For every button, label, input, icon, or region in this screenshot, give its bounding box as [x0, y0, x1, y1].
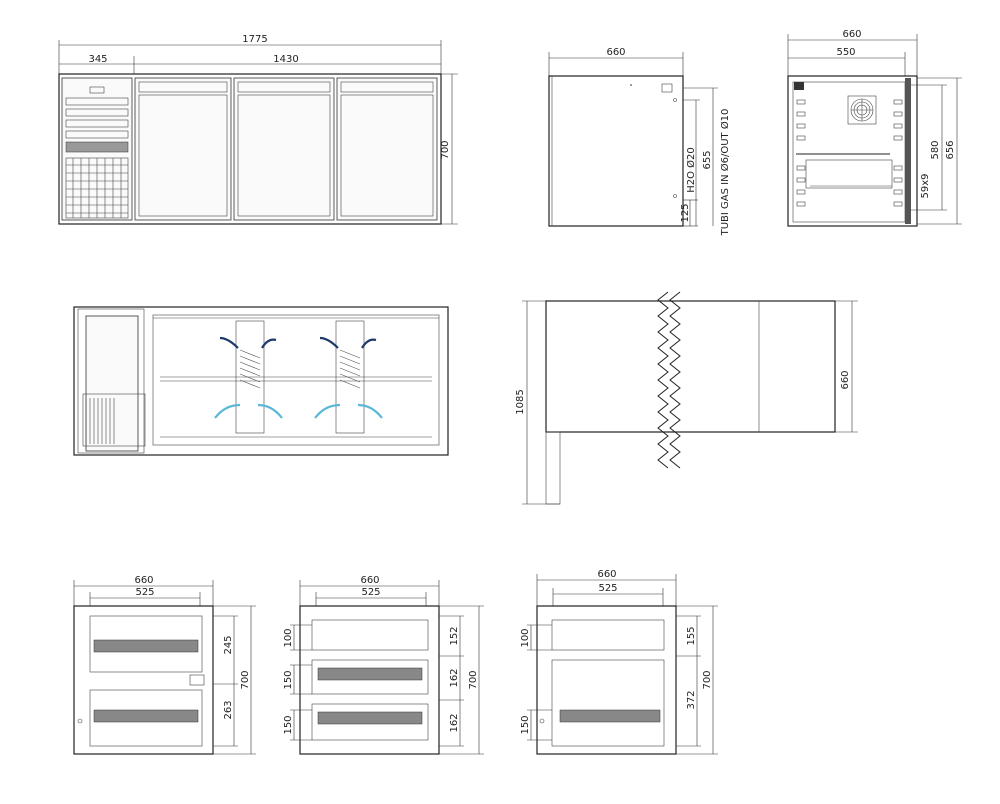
drawer-config-2: 660 525 100 150 150 152 162 162 700: [283, 575, 484, 755]
side-depth: 660: [606, 47, 625, 58]
drawer-handle-grille: [93, 709, 199, 723]
config3-height: 700: [702, 670, 713, 689]
side-height: 655: [702, 150, 713, 169]
config1-inner-width: 525: [135, 587, 154, 598]
base-height: 125: [680, 203, 691, 222]
config2-left-2: 150: [283, 670, 294, 689]
top-depth: 660: [840, 370, 851, 389]
compressor-unit: [82, 393, 146, 447]
drawer-handle-grille: [317, 711, 423, 725]
door-profile: [905, 78, 911, 224]
config2-left-1: 100: [283, 628, 294, 647]
section-inner-depth: 550: [836, 47, 855, 58]
front-engine-width: 345: [88, 54, 107, 65]
front-doors-width: 1430: [273, 54, 298, 65]
front-view: 1775 345 1430 700: [58, 34, 458, 225]
glass-doors: [134, 77, 438, 221]
config1-height-1: 245: [223, 635, 234, 654]
config2-left-3: 150: [283, 715, 294, 734]
config2-width: 660: [360, 575, 379, 586]
h2o-label: H2O Ø20: [685, 147, 697, 193]
gas-label: TUBI GAS IN Ø6/OUT Ø10: [719, 109, 731, 237]
config2-height-1: 152: [449, 626, 460, 645]
section-view: 660 550 580: [787, 29, 962, 227]
front-height: 700: [440, 140, 451, 159]
ventilation-grid: [65, 157, 129, 219]
drawer-config-1: 660 525 245 263 700: [73, 575, 256, 755]
section-height-outer: 656: [945, 140, 956, 159]
config3-width: 660: [597, 569, 616, 580]
drawer-handle-grille: [317, 667, 423, 681]
config2-height-2: 162: [449, 668, 460, 687]
tray-label: 59x9: [920, 173, 931, 198]
front-overall-width: 1775: [242, 34, 267, 45]
config1-height: 700: [240, 670, 251, 689]
config3-height-1: 155: [686, 626, 697, 645]
vent-grille-icon: [65, 141, 129, 153]
airflow-arrows: [214, 336, 383, 419]
display-icon: [89, 86, 105, 94]
config2-height-3: 162: [449, 713, 460, 732]
drawer-config-3: 660 525 100 150 155 372 700: [520, 569, 718, 755]
config1-width: 660: [134, 575, 153, 586]
top-view: 1085 660: [515, 291, 858, 505]
fan-box: [847, 95, 877, 125]
evaporator-left: [235, 320, 265, 434]
plan-view: [73, 306, 449, 456]
drawer-handle-grille: [93, 639, 199, 653]
connector-icon: [794, 82, 804, 90]
section-height-inner: 580: [930, 140, 941, 159]
side-view: 660 655 H2O Ø20 TUBI GAS IN Ø6/OUT Ø10 1…: [548, 47, 731, 237]
config3-inner-width: 525: [598, 583, 617, 594]
drawer-handle-grille: [559, 709, 661, 723]
config2-inner-width: 525: [361, 587, 380, 598]
section-outer-depth: 660: [842, 29, 861, 40]
top-overhang: 1085: [515, 389, 526, 414]
fan-icon: [850, 98, 874, 122]
config3-left-2: 150: [520, 715, 531, 734]
evaporator-right: [335, 320, 365, 434]
config2-height: 700: [468, 670, 479, 689]
config3-height-2: 372: [686, 690, 697, 709]
config1-height-2: 263: [223, 700, 234, 719]
config3-left-1: 100: [520, 628, 531, 647]
